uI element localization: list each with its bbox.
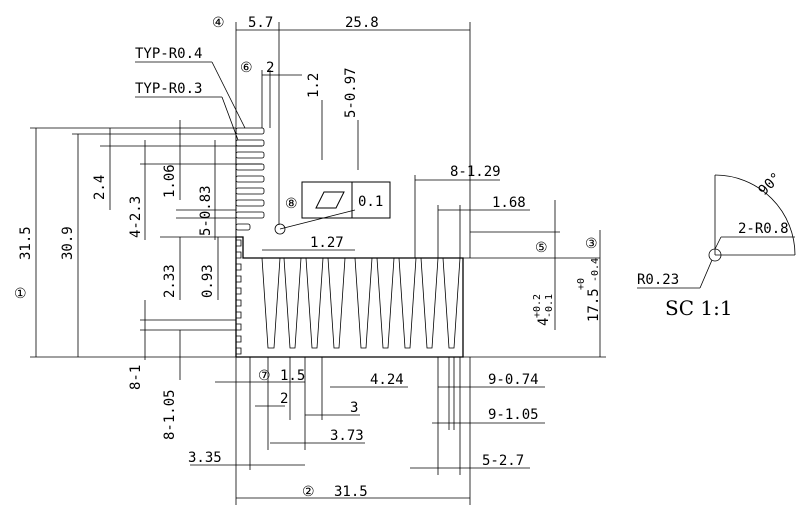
typ-r03-label: TYP-R0.3 — [135, 81, 202, 97]
dim-1-2: 1.2 — [306, 73, 322, 98]
flatness-value: 0.1 — [358, 194, 383, 210]
dim-3-35: 3.35 — [188, 450, 222, 466]
dim-31-5-bottom: 31.5 — [334, 484, 368, 500]
dim-8-105: 8-1.05 — [162, 389, 178, 440]
dim-25-8: 25.8 — [345, 15, 379, 31]
callout-7: ⑦ — [258, 368, 271, 384]
dim-1-68: 1.68 — [492, 195, 526, 211]
heatsink-profile — [235, 127, 464, 358]
top-comb-fins — [235, 127, 265, 237]
callout-4: ④ — [212, 15, 225, 31]
dim-31-5-left: 31.5 — [18, 226, 34, 260]
callout-3: ③ — [585, 236, 598, 252]
scale-label: SC 1:1 — [665, 296, 733, 320]
dim-17-5: 17.5 — [586, 288, 602, 322]
dim-4-tol-lower: -0.1 — [544, 294, 555, 318]
dim-3-73: 3.73 — [330, 428, 364, 444]
callout-5: ⑤ — [535, 240, 548, 256]
dimension-labels: ④ 5.7 25.8 TYP-R0.4 ⑥ 2 1.2 5-0.97 TYP-R… — [14, 15, 789, 500]
dim-0-93: 0.93 — [200, 264, 216, 298]
dim-4-24: 4.24 — [370, 372, 404, 388]
dimension-lines — [30, 22, 606, 505]
dim-2-33: 2.33 — [162, 264, 178, 298]
dim-1-5: 1.5 — [280, 368, 305, 384]
dim-1-27: 1.27 — [310, 235, 344, 251]
corner-detail-view — [637, 174, 796, 289]
dim-4-tolerance: 4 — [536, 318, 552, 326]
dim-90-degrees: 90° — [756, 170, 785, 199]
dim-4-2-3: 4-2.3 — [128, 196, 144, 238]
vertical-fins — [261, 257, 461, 349]
dim-17-5-tol-lower: -0.4 — [590, 258, 601, 282]
callout-1: ① — [14, 286, 27, 302]
dim-2-4: 2.4 — [92, 175, 108, 200]
callout-2: ② — [302, 484, 315, 500]
callout-6: ⑥ — [240, 60, 253, 76]
dim-5-27: 5-2.7 — [482, 453, 524, 469]
dim-r023: R0.23 — [637, 272, 679, 288]
typ-r04-label: TYP-R0.4 — [135, 46, 202, 62]
dim-5-097: 5-0.97 — [343, 67, 359, 118]
dim-9-105: 9-1.05 — [488, 407, 539, 423]
dim-1-06: 1.06 — [162, 164, 178, 198]
dim-8-129: 8-1.29 — [450, 164, 501, 180]
dim-8-1: 8-1 — [128, 365, 144, 390]
dim-2-bottom: 2 — [280, 391, 288, 407]
flatness-tolerance-frame — [301, 181, 391, 219]
dim-5-083: 5-0.83 — [198, 185, 214, 236]
dim-2-r08: 2-R0.8 — [738, 221, 789, 237]
dim-9-074: 9-0.74 — [488, 372, 539, 388]
dim-5-7: 5.7 — [248, 15, 273, 31]
dim-4-tol-upper: +0.2 — [532, 294, 543, 318]
dim-3: 3 — [350, 400, 358, 416]
dim-2-top: 2 — [266, 60, 274, 76]
dim-30-9: 30.9 — [60, 226, 76, 260]
callout-8: ⑧ — [285, 196, 298, 212]
dim-17-5-tol-upper: +0 — [576, 278, 587, 290]
